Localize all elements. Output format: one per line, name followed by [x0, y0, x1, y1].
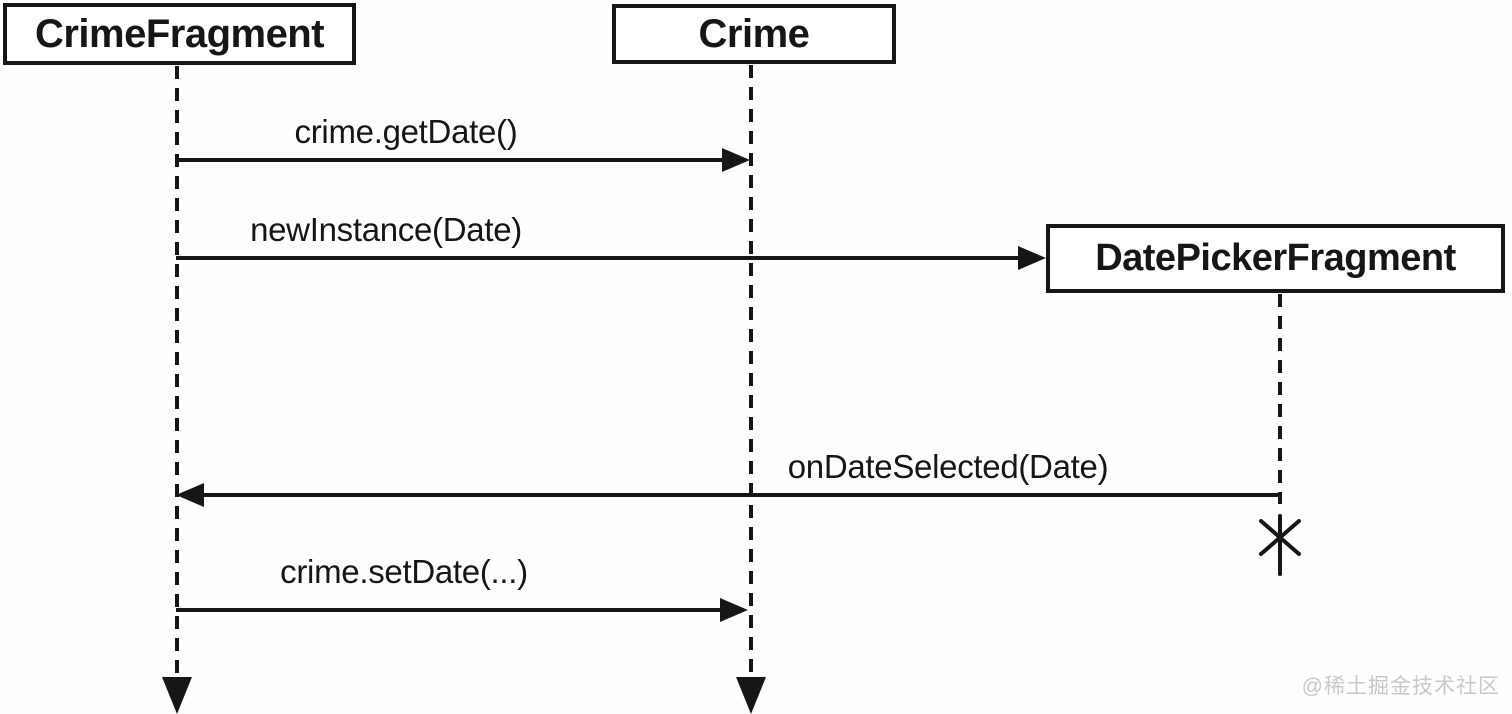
destruction-x-icon — [1259, 514, 1301, 576]
message-label-ondateselected: onDateSelected(Date) — [787, 448, 1109, 485]
watermark: @稀土掘金技术社区 — [1301, 675, 1500, 698]
actor-box-datepickerfragment: DatePickerFragment — [1046, 224, 1505, 293]
message-label-newinstance: newInstance(Date) — [250, 211, 522, 248]
arrowhead-right-icon — [722, 148, 750, 172]
lifeline-end-arrow-icon — [736, 677, 766, 714]
arrowhead-right-icon — [1018, 246, 1046, 270]
actor-box-crime: Crime — [612, 4, 896, 64]
message-line-setdate — [176, 608, 723, 612]
message-label-setdate: crime.setDate(...) — [280, 553, 528, 590]
lifeline-end-arrow-icon — [162, 677, 192, 714]
message-line-getdate — [176, 158, 725, 162]
lifeline-crimefragment — [175, 66, 179, 676]
message-line-ondateselected — [203, 493, 1280, 497]
message-label-getdate: crime.getDate() — [294, 113, 518, 150]
lifeline-datepickerfragment — [1278, 294, 1282, 504]
arrowhead-left-icon — [176, 483, 204, 507]
arrowhead-right-icon — [720, 598, 748, 622]
actor-box-crimefragment: CrimeFragment — [3, 3, 356, 65]
message-line-newinstance — [176, 256, 1021, 260]
lifeline-crime — [749, 65, 753, 676]
